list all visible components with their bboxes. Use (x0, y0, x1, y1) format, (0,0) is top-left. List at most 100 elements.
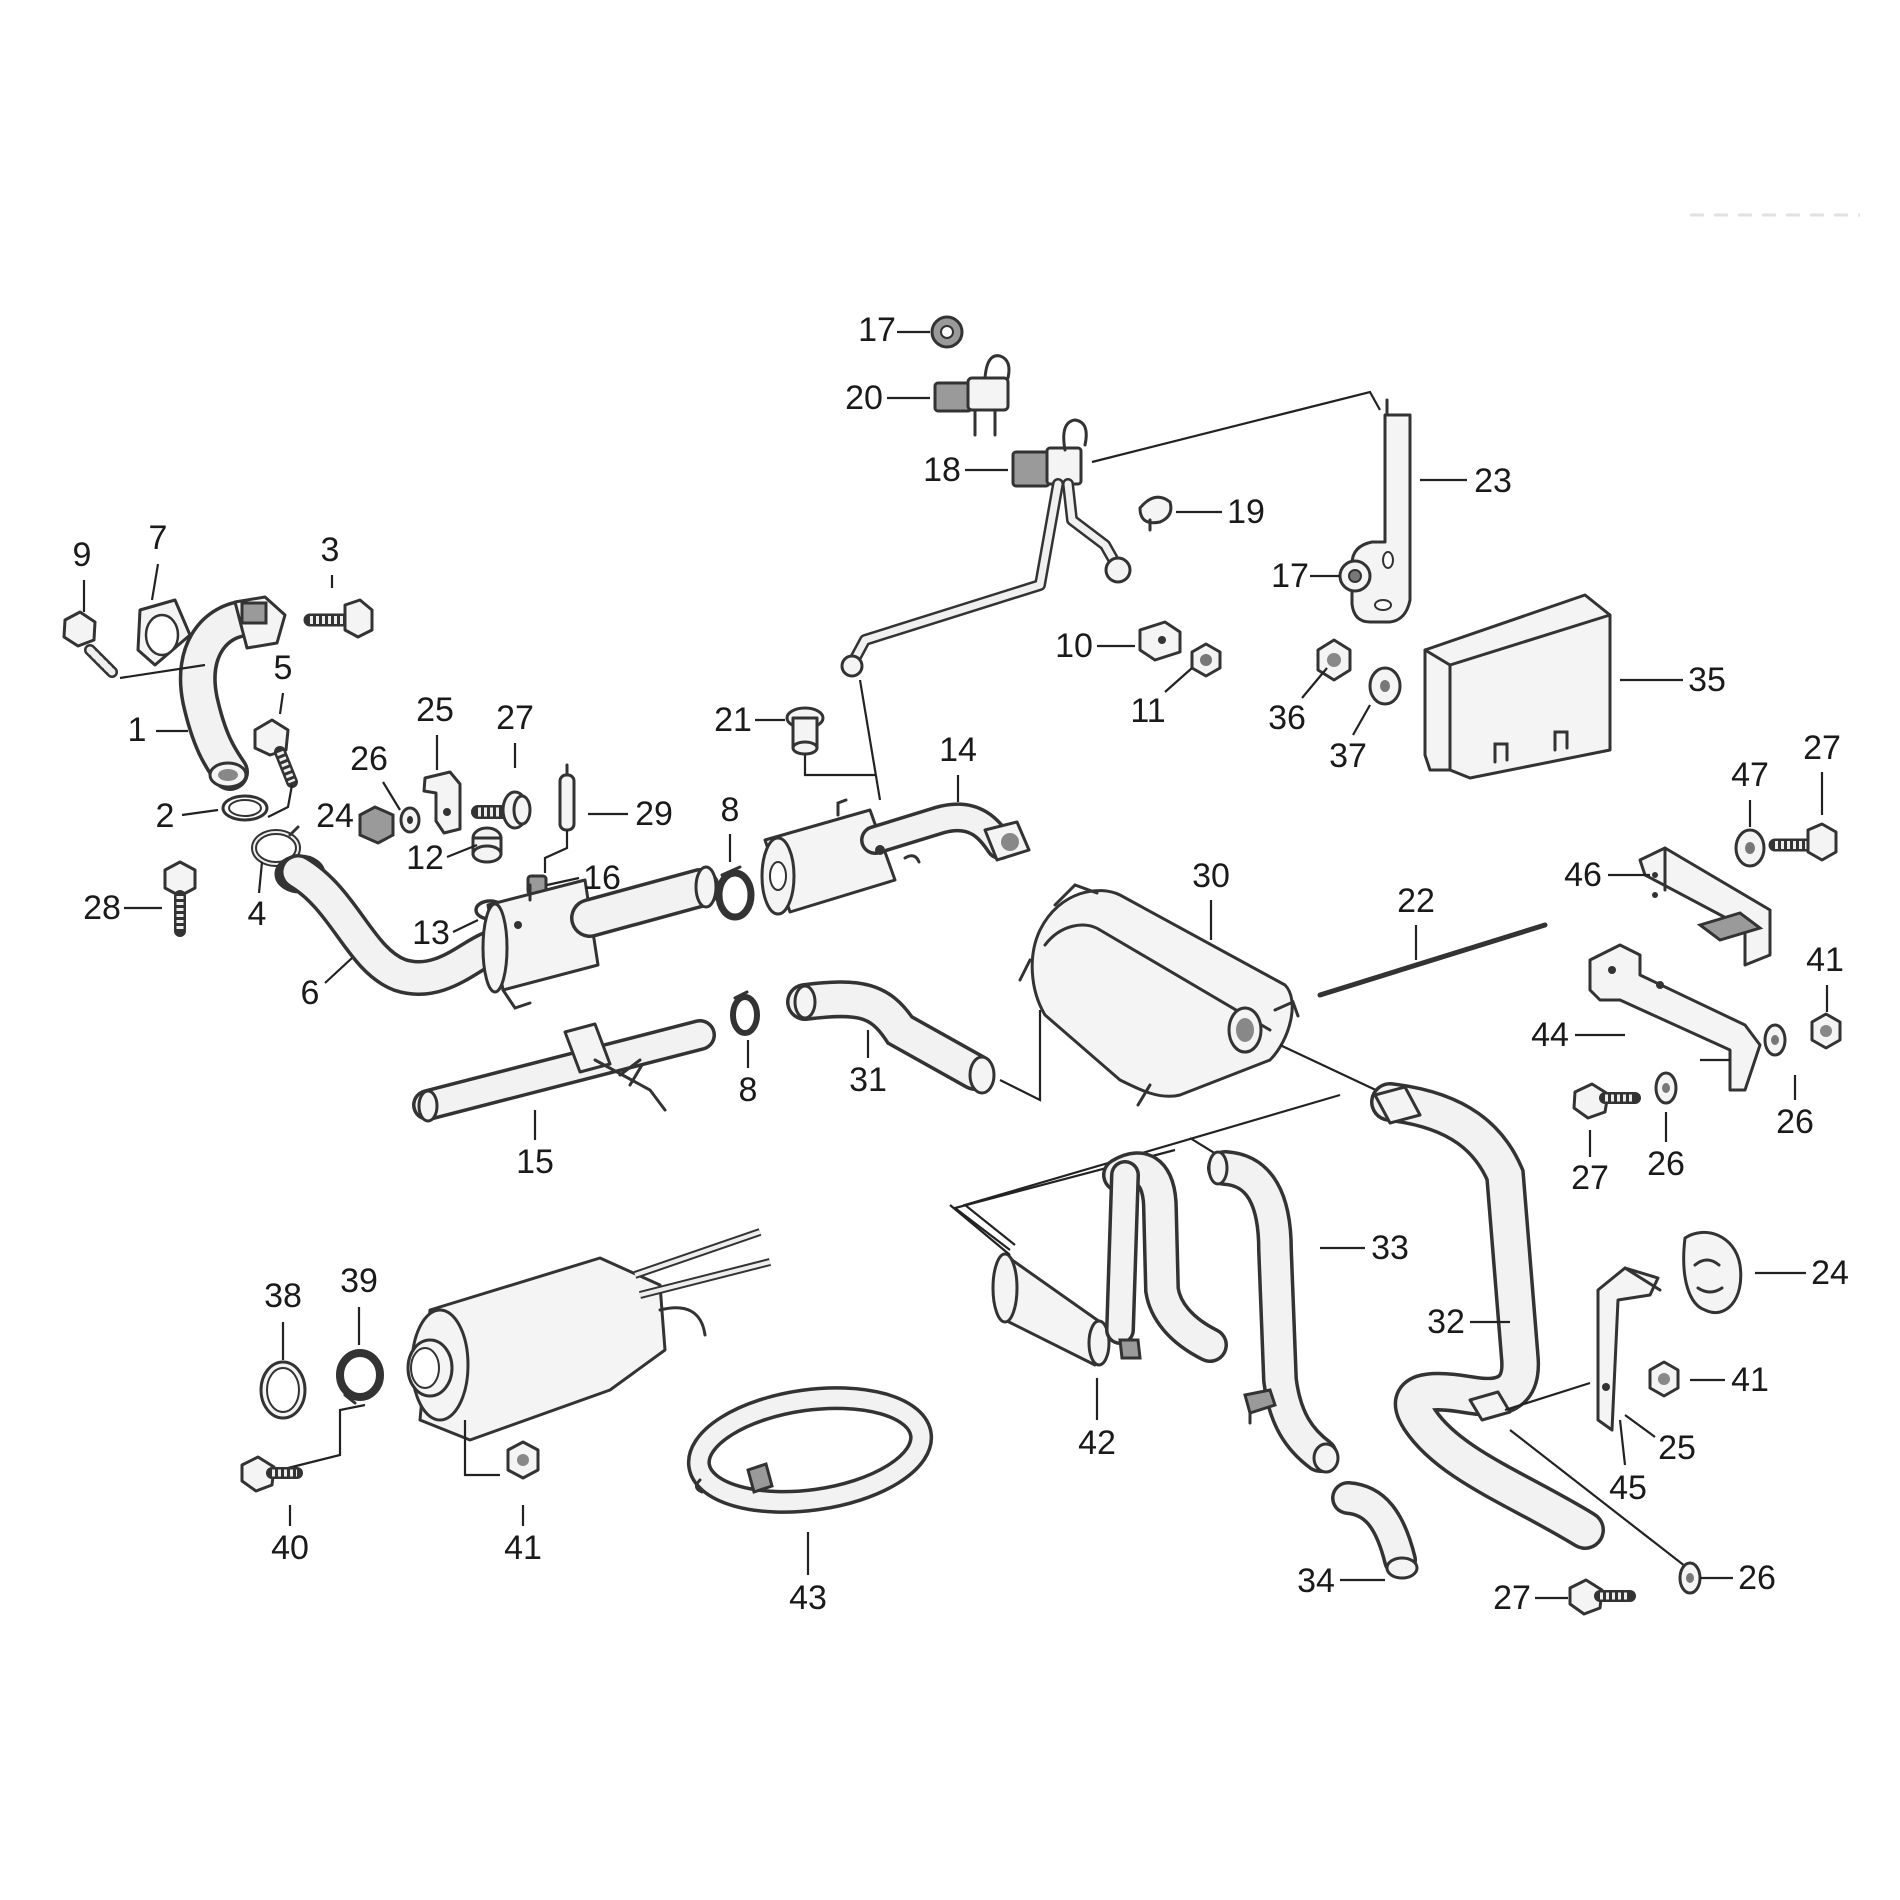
part-24-clamp-ring[interactable] (251, 825, 301, 867)
callout-c37[interactable]: 37 (1329, 737, 1367, 775)
part-43-sealing-loop[interactable] (686, 1385, 934, 1515)
part-25-bracket-small[interactable] (422, 770, 462, 835)
part-26-washer-c[interactable] (1654, 1071, 1678, 1105)
callout-c24b[interactable]: 24 (1811, 1254, 1849, 1292)
callout-c39[interactable]: 39 (340, 1262, 378, 1300)
part-31-connecting-pipe[interactable] (786, 980, 1042, 1102)
part-27-bolt-c[interactable] (1572, 1082, 1641, 1120)
part-10-bracket-clip[interactable] (1138, 620, 1182, 662)
part-26-washer-d[interactable] (1678, 1561, 1702, 1595)
part-26-washer-small[interactable] (399, 806, 421, 834)
callout-c8a[interactable]: 8 (721, 791, 740, 829)
part-27-bolt-d[interactable] (1568, 1578, 1636, 1616)
part-22-rod[interactable] (1317, 922, 1548, 998)
callout-c35[interactable]: 35 (1688, 661, 1726, 699)
callout-c1[interactable]: 1 (128, 711, 147, 749)
callout-c47[interactable]: 47 (1731, 756, 1769, 794)
callout-c31[interactable]: 31 (849, 1061, 887, 1099)
callout-c23[interactable]: 23 (1474, 462, 1512, 500)
callout-c27a[interactable]: 27 (496, 699, 534, 737)
callout-c26d[interactable]: 26 (1738, 1559, 1776, 1597)
callout-c24a[interactable]: 24 (316, 797, 354, 835)
part-41-nut-c[interactable] (506, 1440, 540, 1480)
part-35-heat-shield[interactable] (1423, 593, 1612, 780)
part-33-tail-pipe[interactable] (1207, 1150, 1340, 1474)
part-40-bolt[interactable] (240, 1455, 303, 1493)
callout-c15[interactable]: 15 (516, 1143, 554, 1181)
callout-c38[interactable]: 38 (264, 1277, 302, 1315)
callout-c25a[interactable]: 25 (416, 691, 454, 729)
callout-c10[interactable]: 10 (1055, 627, 1093, 665)
part-9-bolt[interactable] (62, 610, 118, 678)
callout-c27b[interactable]: 27 (1803, 729, 1841, 767)
callout-c41b[interactable]: 41 (1731, 1361, 1769, 1399)
callout-c22[interactable]: 22 (1397, 882, 1435, 920)
callout-c8b[interactable]: 8 (739, 1071, 758, 1109)
part-32-rear-pipe[interactable] (1370, 1082, 1691, 1571)
part-8-clamp-a[interactable] (715, 865, 755, 921)
callout-c17a[interactable]: 17 (858, 311, 896, 349)
part-34-tail-tip[interactable] (1331, 1481, 1419, 1580)
callout-c2[interactable]: 2 (156, 797, 175, 835)
part-47-washer[interactable] (1734, 828, 1766, 868)
part-12-plug[interactable] (471, 826, 503, 864)
callout-c41c[interactable]: 41 (504, 1529, 542, 1567)
callout-c27c[interactable]: 27 (1571, 1159, 1609, 1197)
callout-c20[interactable]: 20 (845, 379, 883, 417)
part-27-bolt-b[interactable] (1768, 822, 1838, 862)
part-11-nut[interactable] (1190, 642, 1222, 678)
part-17-washer-top[interactable] (930, 315, 964, 349)
callout-c17b[interactable]: 17 (1271, 557, 1309, 595)
callout-c40[interactable]: 40 (271, 1529, 309, 1567)
part-rear-muffler[interactable] (406, 1228, 771, 1477)
part-3-bolt[interactable] (303, 598, 374, 639)
callout-c13[interactable]: 13 (412, 914, 450, 952)
callout-c46[interactable]: 46 (1564, 856, 1602, 894)
callout-c6[interactable]: 6 (301, 974, 320, 1012)
callout-c12[interactable]: 12 (406, 839, 444, 877)
callout-c3[interactable]: 3 (321, 531, 340, 569)
callout-c11[interactable]: 11 (1130, 692, 1165, 730)
part-25-rear-bracket[interactable] (1596, 1266, 1662, 1432)
callout-c44[interactable]: 44 (1531, 1016, 1569, 1054)
callout-c28[interactable]: 28 (83, 889, 121, 927)
callout-c26a[interactable]: 26 (350, 740, 388, 778)
callout-c21[interactable]: 21 (714, 701, 752, 739)
part-27-bolt-a[interactable] (471, 790, 532, 830)
callout-c34[interactable]: 34 (1297, 1562, 1335, 1600)
part-37-washer[interactable] (1368, 666, 1402, 706)
callout-c4[interactable]: 4 (248, 895, 267, 933)
part-20-pressure-sensor[interactable] (933, 354, 1011, 437)
callout-c43[interactable]: 43 (789, 1579, 827, 1617)
part-6-front-pipe-catalyst[interactable] (280, 854, 720, 1010)
callout-c25b[interactable]: 25 (1658, 1429, 1696, 1467)
part-29-oxygen-sensor[interactable] (543, 763, 576, 873)
callout-c36[interactable]: 36 (1268, 699, 1306, 737)
part-17-washer-lower[interactable] (1338, 559, 1372, 593)
part-26-nut-small[interactable] (358, 805, 395, 845)
callout-c7[interactable]: 7 (149, 519, 168, 557)
callout-c32[interactable]: 32 (1427, 1303, 1465, 1341)
part-41-nut-b[interactable] (1648, 1360, 1680, 1398)
callout-c26c[interactable]: 26 (1647, 1145, 1685, 1183)
part-8-clamp-b[interactable] (730, 990, 760, 1036)
callout-c42[interactable]: 42 (1078, 1424, 1116, 1462)
part-2-gasket-ring[interactable] (221, 794, 269, 822)
part-15-intermediate-pipe[interactable] (412, 1019, 716, 1123)
callout-c18[interactable]: 18 (923, 451, 961, 489)
part-44-support-bracket[interactable] (1588, 943, 1762, 1092)
callout-c41a[interactable]: 41 (1806, 941, 1844, 979)
callout-c27d[interactable]: 27 (1493, 1579, 1531, 1617)
part-1-front-pipe[interactable] (119, 595, 287, 791)
callout-c5[interactable]: 5 (274, 649, 293, 687)
part-21-grommet[interactable] (785, 706, 875, 777)
callout-c29[interactable]: 29 (635, 795, 673, 833)
callout-c9[interactable]: 9 (73, 536, 92, 574)
part-24-rubber-hanger[interactable] (1682, 1230, 1743, 1315)
part-14-particulate-filter[interactable] (760, 798, 1031, 916)
callout-c14[interactable]: 14 (939, 731, 977, 769)
part-38-sealing-ring[interactable] (259, 1360, 307, 1420)
callout-c33[interactable]: 33 (1371, 1229, 1409, 1267)
part-18-sensor-bracket[interactable] (1011, 418, 1088, 488)
callout-c16[interactable]: 16 (583, 859, 621, 897)
